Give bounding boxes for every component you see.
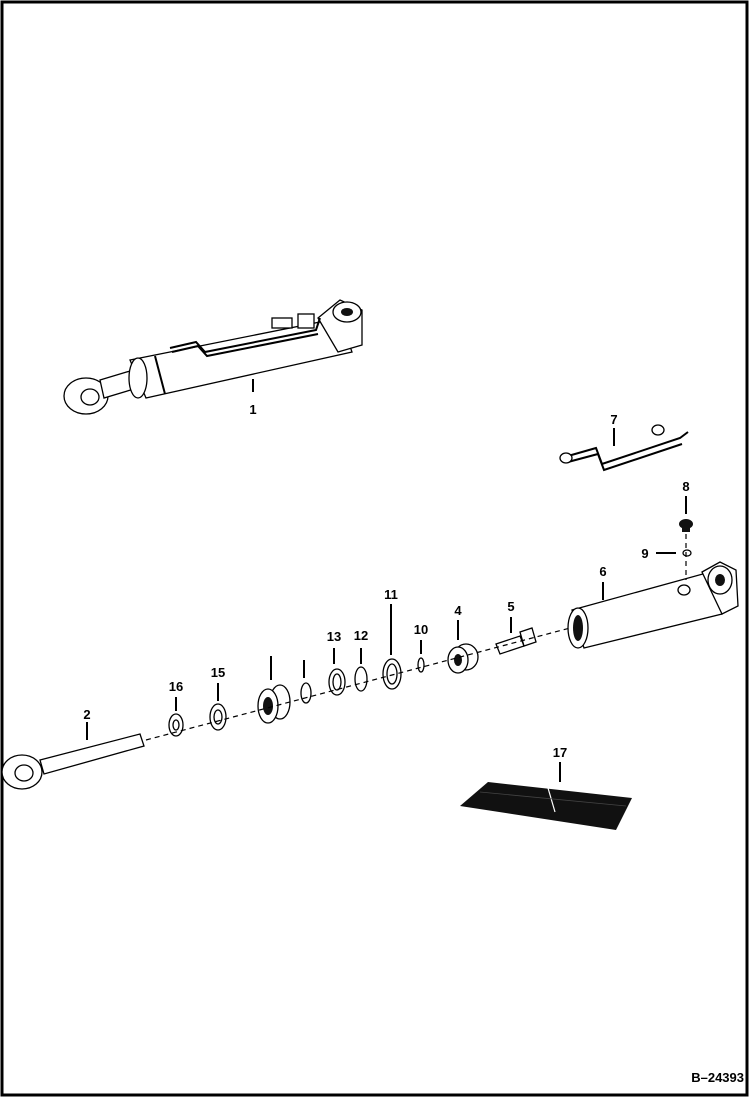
assembled-cylinder-illustration: [63, 299, 363, 415]
callout-4: 4: [454, 603, 462, 618]
callout-9: 9: [641, 546, 648, 561]
callout-1: 1: [249, 402, 256, 417]
callout-13: 13: [327, 629, 341, 644]
callout-7: 7: [610, 412, 617, 427]
callout-5: 5: [507, 599, 514, 614]
callout-10: 10: [414, 622, 428, 637]
callout-2: 2: [83, 707, 90, 722]
small-o-ring-illustration: [682, 549, 692, 557]
callout-12: 12: [354, 628, 368, 643]
callout-17: 17: [553, 745, 567, 760]
seal-11-illustration: [382, 658, 402, 690]
tube-illustration: [559, 424, 689, 472]
o-ring-10-illustration: [417, 657, 425, 673]
fitting-illustration: [679, 519, 693, 532]
piston-illustration: [257, 684, 291, 724]
callout-8: 8: [682, 479, 689, 494]
ring-14-illustration: [300, 682, 312, 704]
assembly-centerline: [145, 627, 571, 741]
callout-11: 11: [384, 587, 398, 602]
seal-kit-illustration: [460, 782, 632, 830]
callout-15: 15: [211, 665, 225, 680]
barrel-illustration: [567, 561, 739, 649]
callout-16: 16: [169, 679, 183, 694]
wiper-16-illustration: [168, 713, 184, 737]
callout-6: 6: [599, 564, 606, 579]
document-id: B–24393: [691, 1070, 744, 1085]
wear-ring-15-illustration: [209, 703, 227, 731]
ring-12-illustration: [354, 666, 368, 692]
bolt-illustration: [495, 627, 537, 655]
rod-illustration: [1, 733, 145, 790]
leader-lines: [86, 379, 687, 782]
